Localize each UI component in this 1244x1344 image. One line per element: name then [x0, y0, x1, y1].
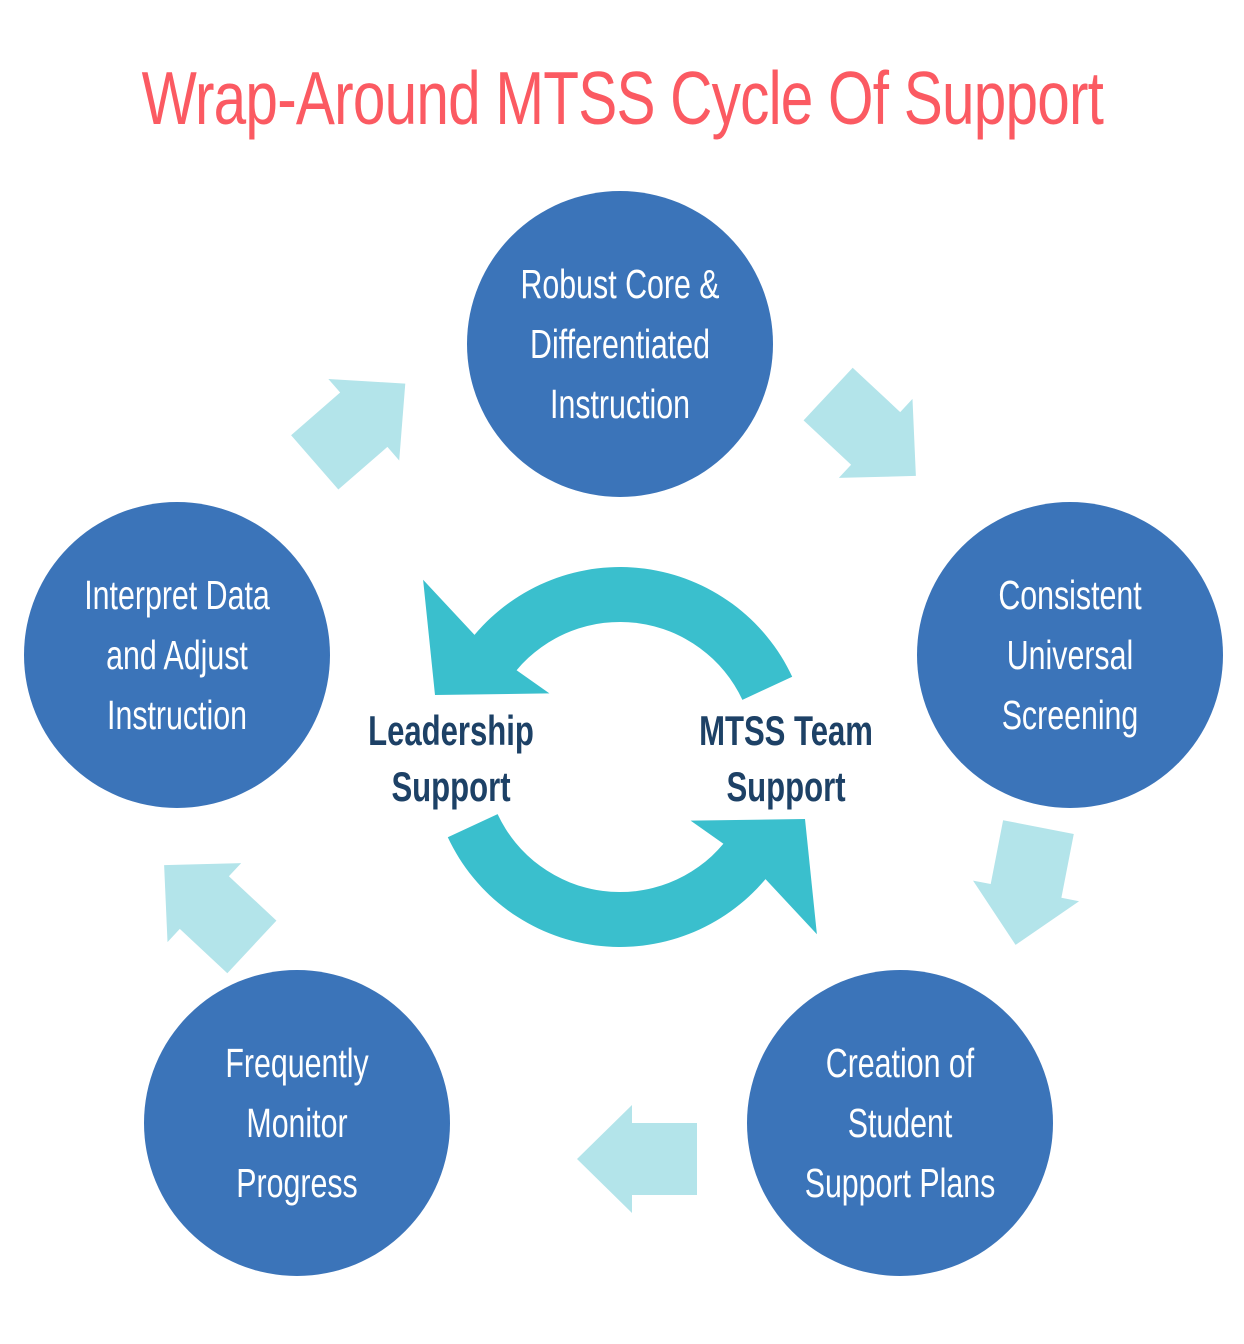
down-arrow-icon [973, 820, 1080, 945]
mtss-team-support-label: MTSS Team Support [699, 707, 873, 810]
cycle-step-support-plans: Creation of Student Support Plans [747, 970, 1053, 1276]
leadership-support-label: Leadership Support [368, 707, 534, 810]
left-arrow-icon [577, 1105, 697, 1213]
down-right-arrow-icon [803, 367, 916, 478]
cycle-step-label: Frequently Monitor Progress [225, 1040, 369, 1206]
continuous-cycle-icon [423, 567, 817, 947]
cycle-step-label: Creation of Student Support Plans [804, 1040, 996, 1206]
cycle-step-universal-screening: Consistent Universal Screening [917, 502, 1223, 808]
page-title: Wrap-Around MTSS Cycle Of Support [0, 58, 1244, 138]
up-left-arrow-icon [164, 863, 277, 974]
cycle-step-label: Interpret Data and Adjust Instruction [84, 572, 270, 738]
cycle-step-label: Consistent Universal Screening [998, 572, 1142, 738]
cycle-step-interpret-data: Interpret Data and Adjust Instruction [24, 502, 330, 808]
cycle-step-robust-core: Robust Core & Differentiated Instruction [467, 191, 773, 497]
cycle-step-monitor-progress: Frequently Monitor Progress [144, 970, 450, 1276]
up-right-arrow-icon [291, 378, 406, 490]
page-title-text: Wrap-Around MTSS Cycle Of Support [141, 56, 1103, 140]
cycle-step-label: Robust Core & Differentiated Instruction [520, 261, 720, 427]
